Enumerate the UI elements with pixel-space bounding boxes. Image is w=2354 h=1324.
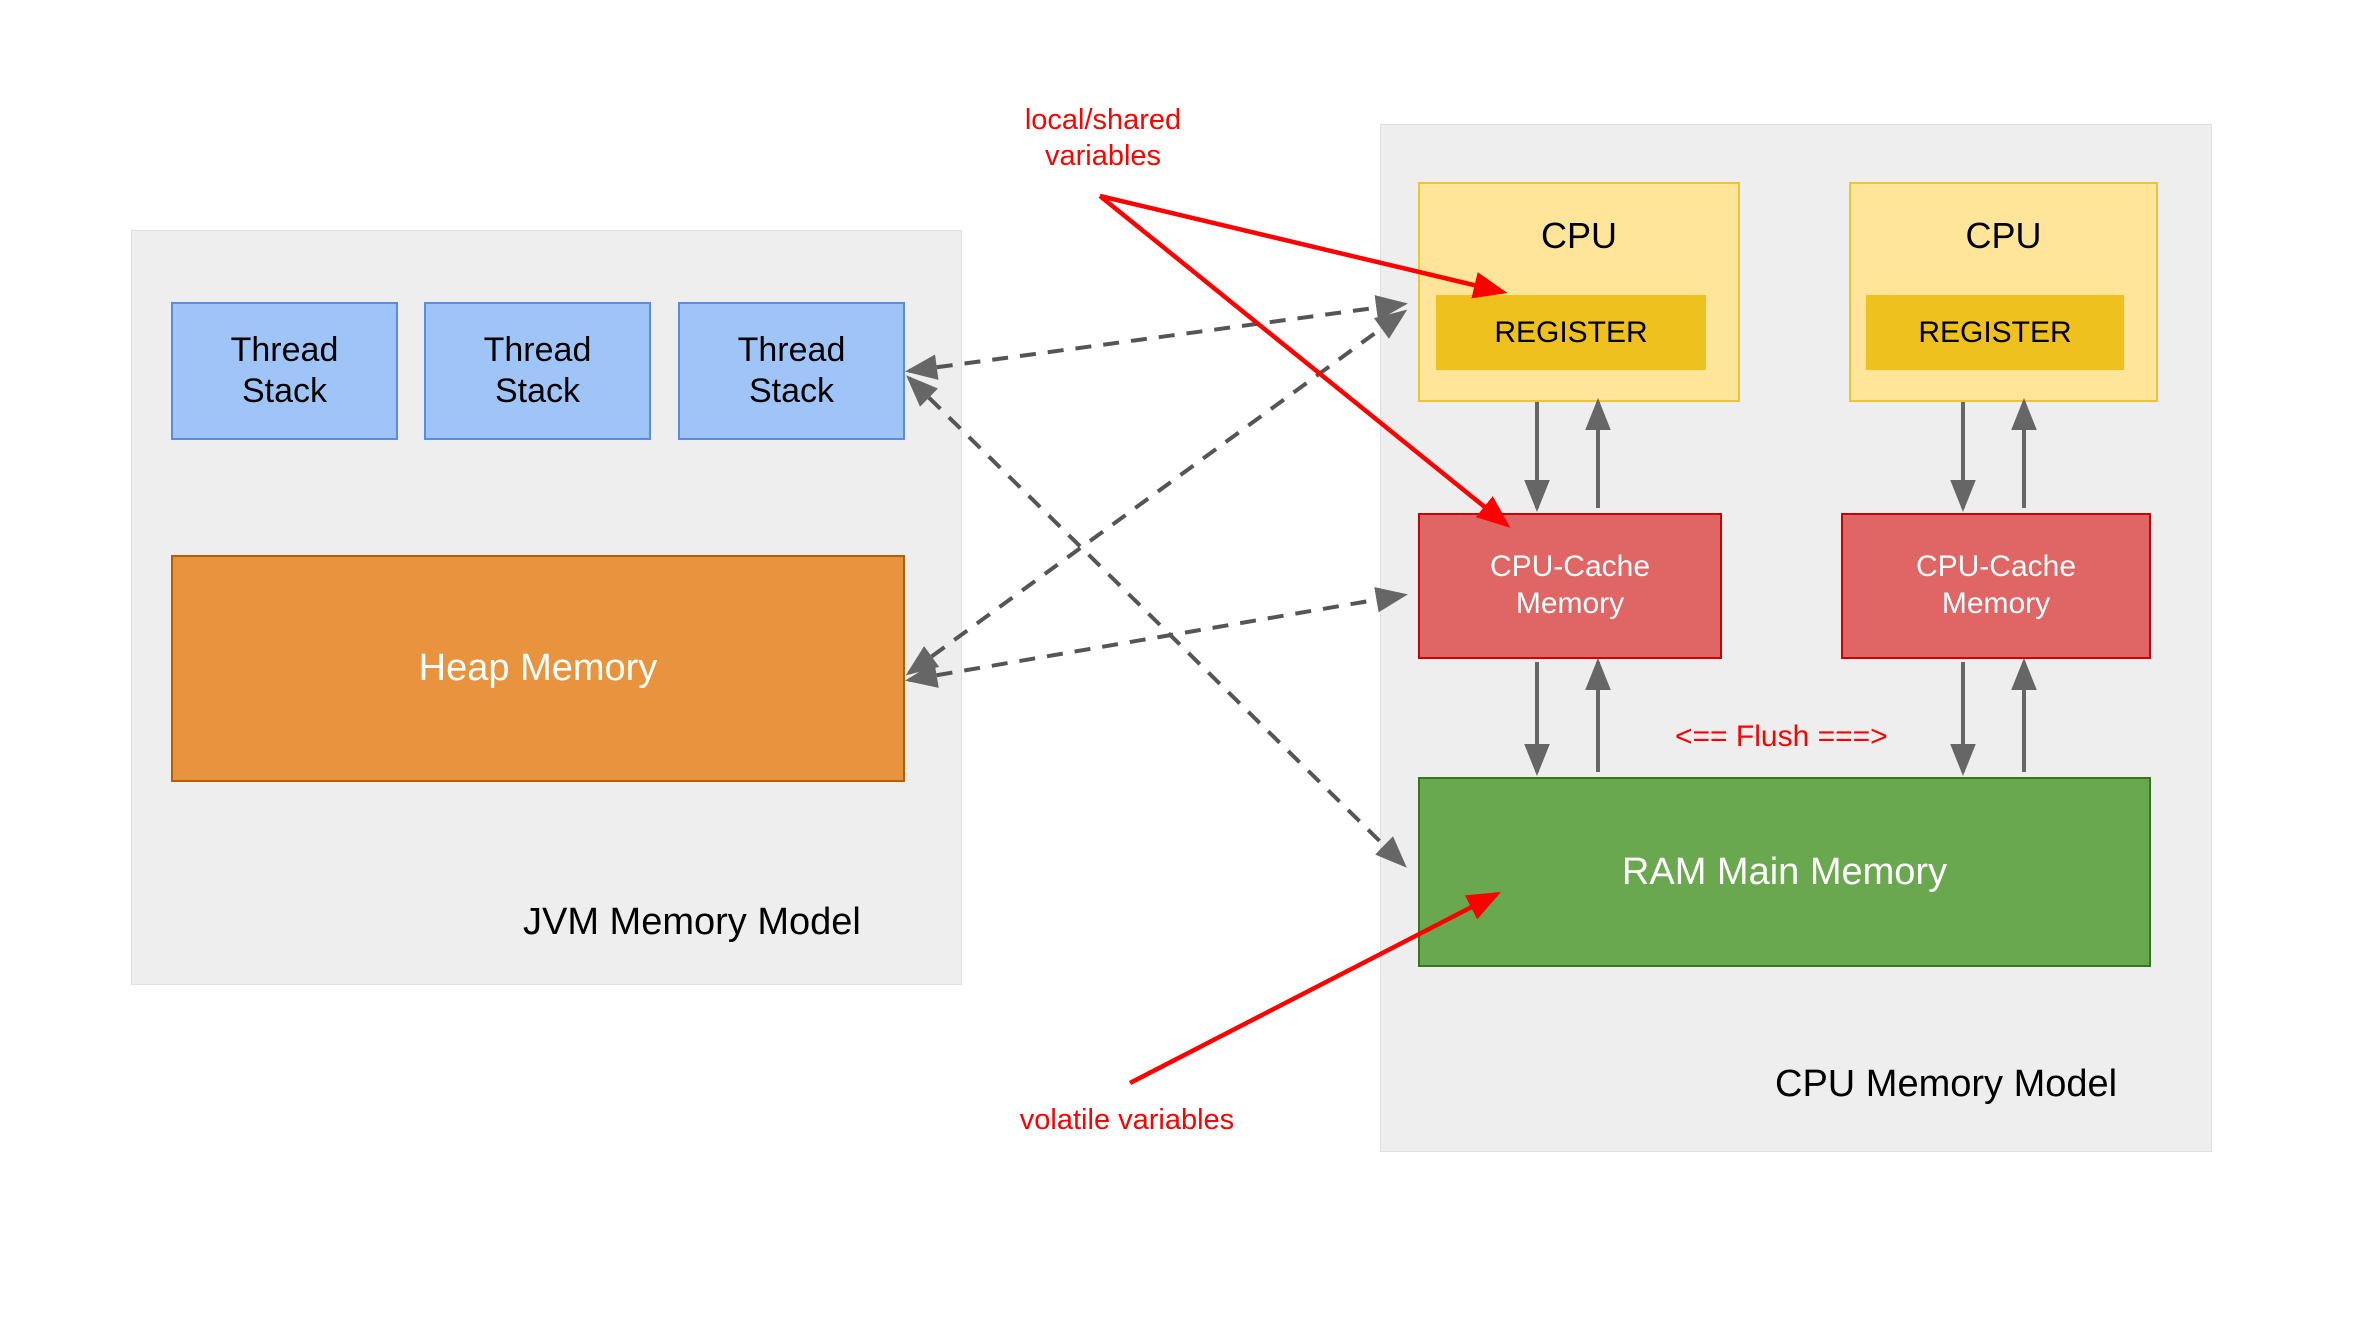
volatile-variables-label: volatile variables — [1019, 1104, 1235, 1136]
connector-threadstack-ram — [906, 375, 1407, 868]
jvm-panel-title: JVM Memory Model — [523, 901, 861, 943]
ram-main-memory-box: RAM Main Memory — [1418, 777, 2151, 967]
connector-heap-register — [905, 309, 1408, 676]
heap-memory-box: Heap Memory — [171, 555, 905, 782]
flush-label: <== Flush ===> — [1675, 720, 1888, 753]
register-box-2: REGISTER — [1866, 295, 2124, 370]
dashed-connectors — [905, 295, 1408, 868]
connector-threadstack-register — [905, 295, 1408, 380]
connector-heap-cache — [905, 587, 1408, 688]
cpu-panel-title: CPU Memory Model — [1775, 1063, 2118, 1105]
register-box-1: REGISTER — [1436, 295, 1706, 370]
